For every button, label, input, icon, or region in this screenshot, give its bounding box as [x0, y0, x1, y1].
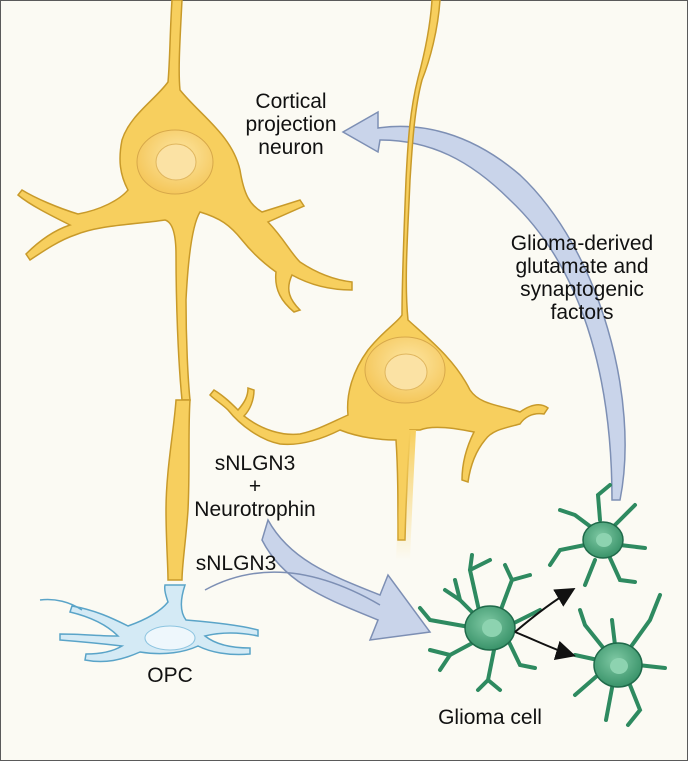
proliferation-arrows [514, 587, 576, 661]
glioma-factors-label: Glioma-derived glutamate and synaptogeni… [492, 232, 672, 324]
glioma-cell-lower [573, 593, 667, 727]
cortical-neuron-bottom [208, 0, 550, 560]
snlgn3-neurotrophin-label: sNLGN3 + Neurotrophin [180, 452, 330, 521]
snlgn3-label: sNLGN3 [195, 552, 277, 575]
glioma-cell-upper [548, 483, 647, 587]
label-line: Cortical [255, 90, 327, 113]
label-line: glutamate and [515, 255, 649, 278]
label-line: sNLGN3 [214, 452, 296, 475]
opc-cell [39, 584, 259, 663]
label-line: Neurotrophin [194, 498, 316, 521]
label-line: factors [550, 301, 614, 324]
glioma-cell-label: Glioma cell [438, 706, 542, 729]
glioma-cell-main [418, 553, 542, 692]
cortical-neuron-top [16, 0, 353, 581]
label-line: synaptogenic [520, 278, 644, 301]
label-line: projection [245, 113, 337, 136]
label-line: Glioma-derived [510, 232, 654, 255]
label-line: + [248, 475, 262, 498]
label-line: neuron [258, 136, 324, 159]
feedback-arrow [341, 110, 626, 501]
cortical-neuron-label: Cortical projection neuron [226, 90, 356, 159]
signal-arrow [204, 518, 432, 641]
opc-label: OPC [147, 664, 193, 687]
